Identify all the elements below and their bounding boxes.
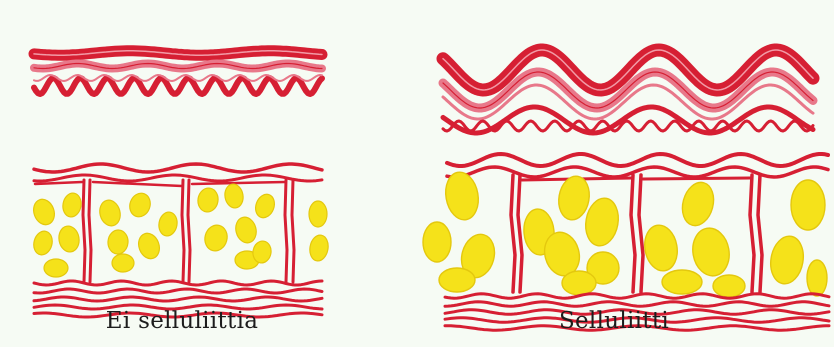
fat-cell [31, 229, 55, 257]
septum-left-1-1 [188, 180, 190, 282]
fat-cell [641, 223, 681, 274]
septum-right-1-0 [631, 175, 635, 292]
subcutaneous-right [447, 154, 828, 292]
fat-cell [223, 183, 245, 210]
septum-left-2-0 [285, 180, 287, 282]
fibre-line [34, 281, 322, 285]
septum-left-1-0 [182, 180, 184, 282]
septum-right-2-1 [758, 175, 762, 292]
chamber-top-left [93, 182, 182, 186]
chamber-top-2 [643, 178, 750, 179]
septa-top-line [447, 154, 828, 166]
fat-cell [233, 215, 259, 245]
caption-cellulite: Selluliitti [559, 308, 669, 334]
chamber-top-right [192, 182, 285, 184]
septum-right-0-0 [511, 175, 515, 292]
fibre-line [34, 297, 322, 301]
septa-top-line-2 [447, 167, 828, 177]
fat-cell [662, 270, 702, 294]
subcutaneous-left [34, 164, 322, 282]
fat-cell [61, 192, 83, 219]
septum-right-2-0 [750, 175, 754, 292]
fat-cell [713, 275, 745, 297]
septum-left-0-1 [89, 180, 91, 282]
fibre-line [34, 289, 322, 293]
fat-cell [309, 201, 327, 227]
fat-cell [689, 225, 733, 279]
septum-right-1-1 [639, 175, 643, 292]
fat-cell [308, 234, 330, 263]
septa-top-line-2 [34, 175, 322, 181]
epidermis-right [443, 50, 813, 133]
septum-right-0-1 [518, 175, 522, 292]
septa-top-line [34, 164, 322, 172]
septum-left-2-1 [292, 180, 294, 282]
fat-cell [423, 222, 451, 262]
fat-cell [30, 196, 58, 227]
epidermis-left [34, 51, 322, 94]
fibre-line [445, 294, 829, 298]
fat-cell [807, 260, 827, 296]
fibre-line [445, 302, 829, 306]
fat-cell [196, 186, 220, 213]
fat-cell [202, 223, 230, 254]
fat-cell [57, 224, 81, 253]
fat-cell [126, 190, 153, 219]
fat-cell [562, 271, 596, 295]
fat-cells-right [423, 170, 827, 297]
fat-cell [44, 259, 68, 277]
fat-cell [791, 180, 825, 230]
fat-cell [112, 254, 134, 272]
fat-cell [97, 198, 123, 228]
caption-no-cellulite: Ei selluliittia [106, 308, 259, 334]
fat-cell [107, 229, 129, 255]
fat-cell [157, 211, 179, 238]
fat-cell [135, 230, 163, 261]
fat-cell [678, 179, 718, 229]
fat-cell [252, 192, 277, 221]
fat-cell [439, 268, 475, 292]
fat-cell [767, 234, 807, 287]
septum-left-0-0 [83, 180, 85, 282]
